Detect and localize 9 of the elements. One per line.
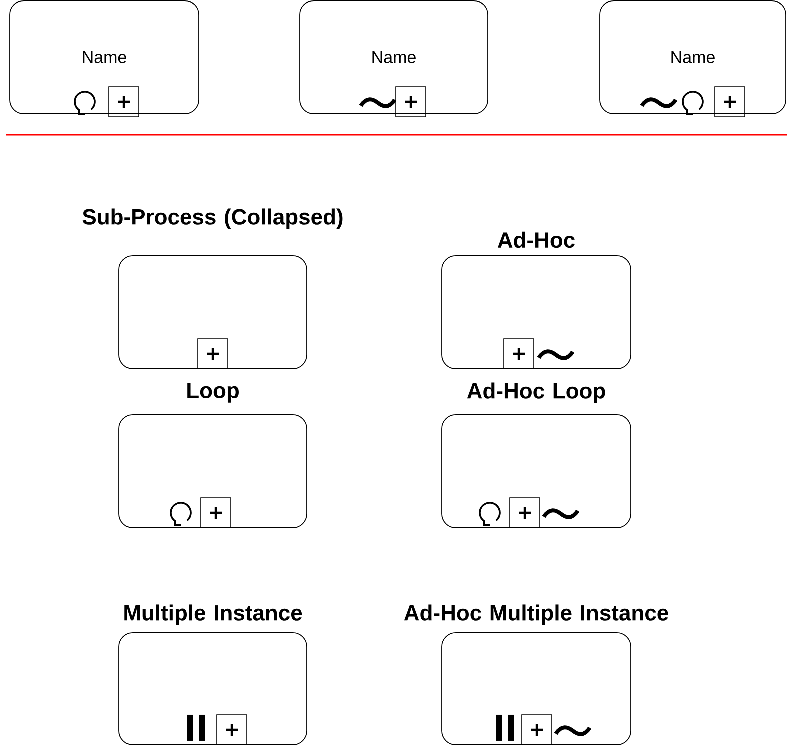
heading: Ad-Hoc Multiple Instance (404, 604, 668, 626)
heading: Sub-Process (Collapsed) (82, 208, 343, 230)
task-box: Name (10, 0, 200, 114)
heading: Ad-Hoc Loop (467, 382, 606, 404)
heading: Ad-Hoc (498, 232, 575, 248)
heading: Multiple Instance (124, 604, 302, 626)
task-box: Name (300, 0, 488, 114)
heading: Loop (188, 383, 239, 403)
task-box: Name (600, 0, 786, 114)
